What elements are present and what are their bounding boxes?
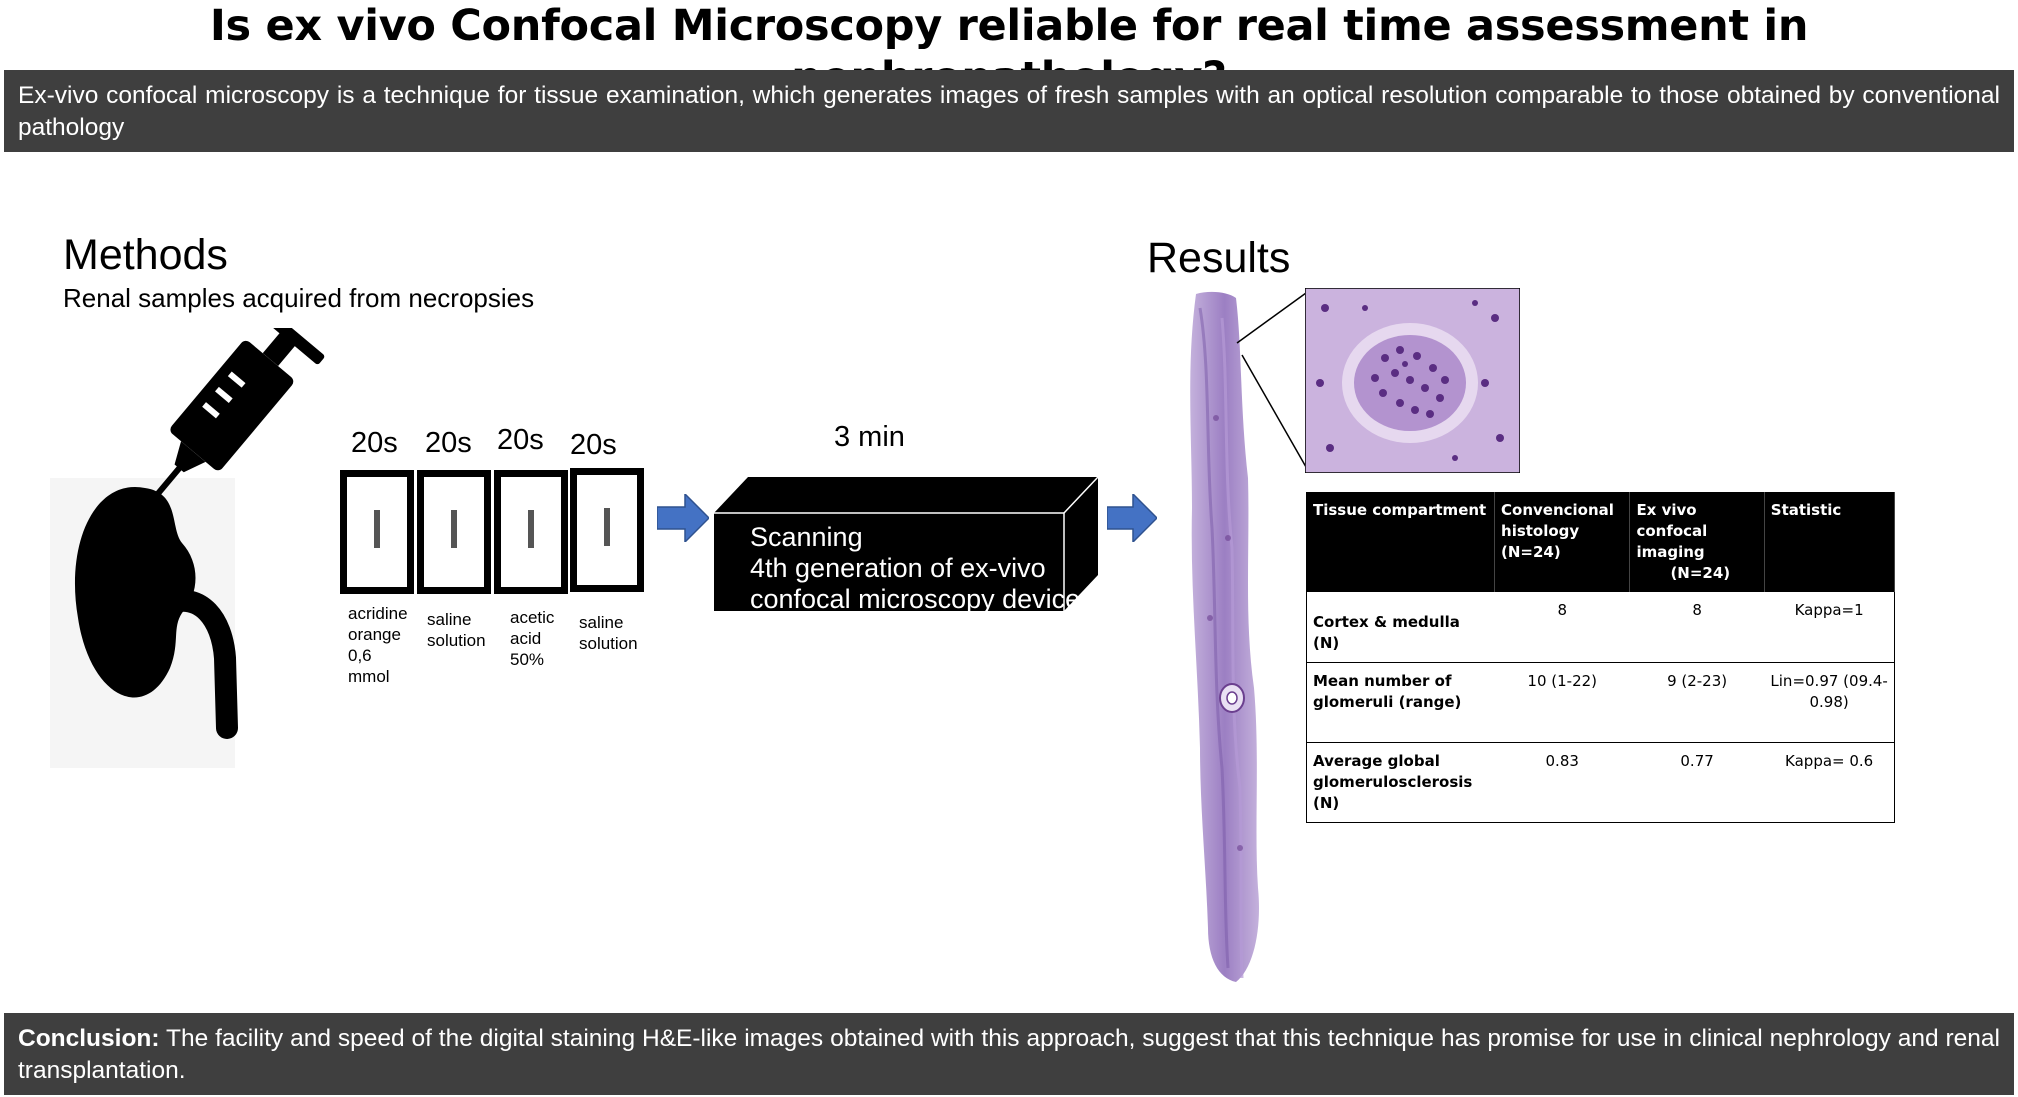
reagent-line: acridine: [348, 604, 408, 623]
step-1-slide: [340, 470, 414, 594]
step-2-slide: [417, 470, 491, 594]
header-line: Ex vivo confocal: [1636, 501, 1708, 540]
label-line: glomeruli (range): [1313, 692, 1462, 711]
glomerulus-zoom-image: [1305, 288, 1520, 473]
statistic-line: Lin=0.97 (09.4-: [1770, 671, 1888, 690]
step-4-reagent: saline solution: [579, 612, 638, 654]
slide-sample-mark: [528, 510, 534, 548]
step-1-time: 20s: [351, 427, 398, 459]
arrow-right-icon: [1107, 494, 1157, 542]
results-heading: Results: [1147, 234, 1291, 282]
step-2-reagent: saline solution: [427, 609, 486, 651]
header-line: Statistic: [1770, 501, 1842, 519]
cell-conventional: 10 (1-22): [1494, 662, 1630, 743]
kidney-icon: [74, 486, 196, 698]
cell-confocal: 9 (2-23): [1629, 662, 1765, 743]
cell-conventional: 0.83: [1494, 742, 1630, 823]
table-header-confocal: Ex vivo confocal imaging (N=24): [1629, 492, 1765, 592]
step-3-reagent: acetic acid 50%: [510, 607, 554, 670]
reagent-line: mmol: [348, 667, 390, 686]
arrow-right-icon: [657, 494, 709, 542]
step-3-time: 20s: [497, 424, 544, 456]
row-label: Mean number of glomeruli (range): [1306, 662, 1495, 743]
zoom-connector-lines: [1236, 292, 1307, 468]
reagent-line: 50%: [510, 650, 545, 669]
table-row: Cortex & medulla (N) 8 8 Kappa=1: [1306, 592, 1895, 663]
step-3-slide: [494, 470, 568, 594]
header-line: histology: [1501, 522, 1580, 540]
table-header-conventional: Convencional histology (N=24): [1494, 492, 1631, 592]
reagent-line: saline: [579, 613, 624, 632]
label-line: Cortex & medulla (N): [1313, 612, 1460, 652]
header-line: (N=24): [1501, 543, 1561, 561]
device-line: confocal microscopy device: [750, 584, 1081, 614]
step-4-slide: [570, 468, 644, 592]
reagent-line: solution: [579, 634, 638, 653]
step-1-reagent: acridine orange 0,6 mmol: [348, 603, 408, 687]
cell-confocal: 8: [1629, 592, 1765, 663]
table-header-compartment: Tissue compartment: [1306, 492, 1496, 592]
slide-sample-mark: [604, 508, 610, 546]
statistic-line: 0.98): [1809, 692, 1849, 711]
table-header-statistic: Statistic: [1764, 492, 1896, 592]
reagent-line: acetic: [510, 608, 555, 627]
scan-time: 3 min: [834, 421, 905, 453]
reagent-line: acid: [510, 629, 542, 648]
reagent-line: saline: [427, 610, 472, 629]
table-row: Mean number of glomeruli (range) 10 (1-2…: [1306, 662, 1895, 743]
reagent-line: orange: [348, 625, 401, 644]
step-4-time: 20s: [570, 429, 617, 461]
cell-statistic: Lin=0.97 (09.4- 0.98): [1764, 662, 1895, 743]
conclusion-label: Conclusion:: [18, 1025, 160, 1052]
device-description: Scanning 4th generation of ex-vivo confo…: [750, 522, 1080, 615]
syringe-icon: [149, 328, 325, 503]
table-row: Average global glomerulosclerosis (N) 0.…: [1306, 742, 1895, 823]
label-line: Mean number of: [1313, 671, 1452, 690]
ureter-icon: [159, 589, 238, 739]
conclusion-text: The facility and speed of the digital st…: [18, 1025, 2000, 1084]
methods-subtext: Renal samples acquired from necropsies: [63, 283, 535, 313]
cell-statistic: Kappa=1: [1764, 592, 1895, 663]
cell-conventional: 8: [1494, 592, 1630, 663]
confocal-device-icon: [714, 476, 1099, 611]
tissue-biopsy-image: [1190, 291, 1260, 983]
slide-sample-mark: [451, 510, 457, 548]
reagent-line: solution: [427, 631, 486, 650]
methods-heading: Methods: [63, 231, 228, 279]
device-line: Scanning: [750, 522, 863, 552]
label-line: Average global: [1313, 751, 1440, 770]
cell-confocal: 0.77: [1629, 742, 1765, 823]
header-line: imaging: [1636, 543, 1705, 561]
row-label: Cortex & medulla (N): [1306, 592, 1495, 663]
reagent-line: 0,6: [348, 646, 372, 665]
header-line: (N=24): [1670, 564, 1731, 582]
step-2-time: 20s: [425, 427, 472, 459]
conclusion-banner: Conclusion: The facility and speed of th…: [4, 1013, 2014, 1095]
intro-banner: Ex-vivo confocal microscopy is a techniq…: [4, 70, 2014, 152]
cell-statistic: Kappa= 0.6: [1764, 742, 1895, 823]
header-line: Tissue compartment: [1313, 501, 1487, 519]
header-line: Convencional: [1501, 501, 1614, 519]
device-line: 4th generation of ex-vivo: [750, 553, 1046, 583]
results-table: Tissue compartment Convencional histolog…: [1306, 492, 1896, 823]
label-line: glomerulosclerosis (N): [1313, 772, 1473, 812]
kidney-syringe-illustration: [50, 328, 325, 768]
row-label: Average global glomerulosclerosis (N): [1306, 742, 1495, 823]
slide-sample-mark: [374, 510, 380, 548]
